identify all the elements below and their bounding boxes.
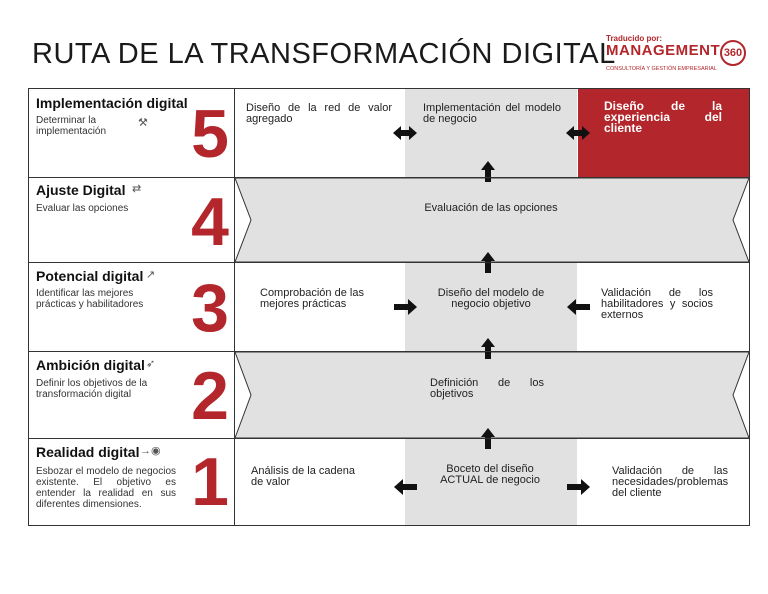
arrow-row1-left-out (394, 479, 417, 495)
level-2-title: Ambición digital (36, 357, 145, 373)
arrow-row3-left-in (394, 299, 417, 315)
level-4-number: 4 (191, 184, 229, 260)
double-arrow-right (566, 126, 590, 140)
row3-right-text: Validación de los habilitadores y socios… (601, 287, 713, 321)
row1-mid-bg (405, 439, 577, 525)
level-4-title: Ajuste Digital (36, 182, 126, 198)
brand-caption: Traducido por: (606, 34, 662, 43)
row1-right-text: Validación de las necesidades/problemas … (612, 465, 729, 499)
row5-mid-text: Implementación del modelo de negocio (423, 102, 561, 125)
target-icon: ➶ (146, 358, 156, 370)
level-1-title: Realidad digital (36, 444, 140, 460)
up-arrow-row2-3 (481, 338, 495, 359)
level-4-description: Evaluar las opciones (36, 203, 129, 214)
divider (28, 438, 750, 439)
row1-mid-text: Boceto del diseño ACTUAL de negocio (440, 463, 540, 486)
level-3-title: Potencial digital (36, 268, 144, 284)
level-2-number: 2 (191, 358, 229, 434)
brand-logo-text: MANAGEMENT (606, 42, 721, 59)
level-5-description: Determinar la implementación (36, 115, 107, 137)
row3-mid-bg (405, 263, 577, 351)
row2-center-text: Definición de los objetivos (430, 377, 544, 400)
level-2-description: Definir los objetivos de la transformaci… (36, 378, 148, 400)
arrow-row1-right-out (567, 479, 590, 495)
chart-icon: ↗ (146, 269, 156, 281)
brand-subtitle: CONSULTORÍA Y GESTIÓN EMPRESARIAL (606, 66, 717, 72)
row1-left-text: Análisis de la cadena de valor (251, 465, 355, 488)
divider (28, 177, 750, 178)
up-arrow-row4-5 (481, 161, 495, 182)
divider (28, 351, 750, 352)
row5-left-text: Diseño de la red de valor agregado (246, 102, 392, 125)
level-3-number: 3 (191, 270, 229, 346)
arrows-icon: ⇄ (132, 183, 142, 195)
level-3-description: Identificar las mejores prácticas y habi… (36, 288, 144, 310)
tools-icon: ⚒ (138, 117, 148, 129)
page-title: RUTA DE LA TRANSFORMACIÓN DIGITAL (32, 38, 616, 70)
column-divider (234, 88, 235, 526)
double-arrow-left (393, 126, 417, 140)
row3-left-text: Comprobación de las mejores prácticas (260, 287, 364, 310)
row3-mid-text: Diseño del modelo de negocio objetivo (437, 287, 545, 310)
level-1-description: Esbozar el modelo de negocios existente.… (36, 466, 176, 510)
arrow-row3-right-in (567, 299, 590, 315)
row5-right-highlight (578, 89, 749, 177)
level-5-title: Implementación digital (36, 95, 188, 111)
brand-360-logo: 360 (720, 40, 746, 66)
divider (28, 262, 750, 263)
arrow-target-icon: →◉ (140, 445, 161, 457)
row5-right-text: Diseño de la experiencia del cliente (604, 99, 722, 135)
level-5-number: 5 (191, 96, 229, 172)
row5-mid-bg (405, 89, 577, 177)
row4-center-text: Evaluación de las opciones (424, 202, 558, 214)
level-1-number: 1 (191, 444, 229, 520)
diagram-frame (28, 88, 750, 526)
